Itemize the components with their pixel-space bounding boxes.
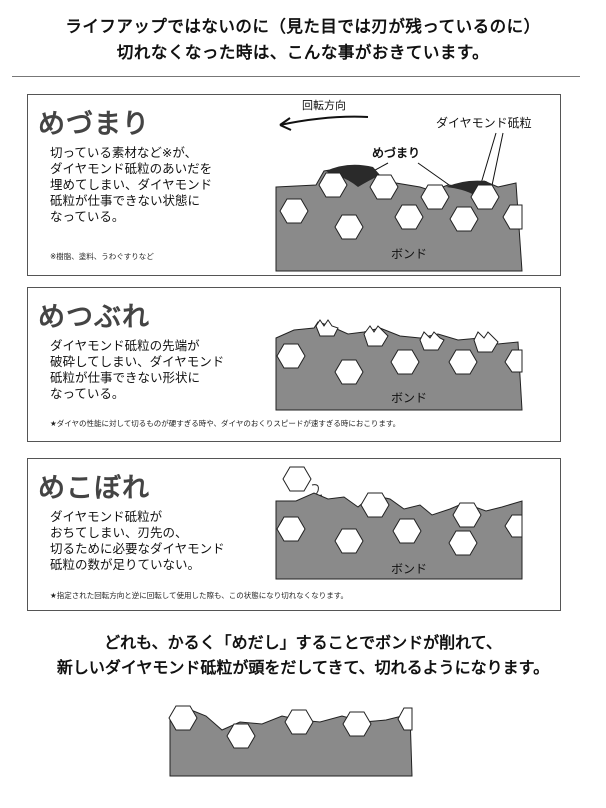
conclusion: どれも、かるく「めだし」することでボンドが削れて、 新しいダイヤモンド砥粒が頭を… [0, 630, 606, 680]
clog-material [326, 164, 380, 187]
diamond-grain [276, 516, 306, 542]
diamond-grain [394, 204, 424, 230]
mekobore-diagram: ボンド [275, 466, 523, 580]
bond-label: ボンド [391, 391, 427, 405]
section-description: ダイヤモンド砥粒が おちてしまい、刃先の、 切るために必要なダイヤモンド 砥粒の… [50, 509, 225, 572]
diamond-grain [392, 518, 422, 544]
diamond-grain [279, 198, 309, 224]
conclusion-line-1: どれも、かるく「めだし」することでボンドが削れて、 [104, 633, 502, 652]
section-metsubure: めつぶれ ダイヤモンド砥粒の先端が 破砕してしまい、ダイヤモンド 砥粒が仕事でき… [27, 287, 561, 442]
diamond-grain [168, 705, 198, 731]
diamond-grain [284, 709, 314, 735]
section-note: ※樹脂、塗料、うわぐすりなど [50, 252, 154, 261]
diamond-grain [448, 530, 478, 556]
diamond-grain [276, 343, 306, 369]
diamond-grain [470, 184, 500, 210]
section-mekobore: めこぼれ ダイヤモンド砥粒が おちてしまい、刃先の、 切るために必要なダイヤモン… [27, 458, 561, 611]
diamond-grain [504, 514, 523, 538]
clog-label: めづまり [372, 145, 420, 160]
diamond-grain [369, 174, 399, 200]
diamond-grain [502, 204, 523, 230]
diamond-grain [226, 723, 256, 749]
page-header: ライフアップではないのに（見た目では刃が残っているのに） 切れなくなった時は、こ… [0, 14, 606, 66]
grain-label: ダイヤモンド砥粒 [436, 115, 532, 130]
diamond-grain [420, 184, 450, 210]
metsubure-diagram: ボンド [275, 319, 523, 411]
header-divider [12, 76, 580, 77]
section-note: ★指定された回転方向と逆に回転して使用した際も、この状態になり切れなくなります。 [50, 591, 349, 600]
section-title: めつぶれ [38, 302, 150, 333]
section-mezumari: めづまり 切っている素材など※が、 ダイヤモンド砥粒のあいだを 埋めてしまい、ダ… [27, 94, 561, 276]
section-note: ★ダイヤの性能に対して切るものが硬すぎる時や、ダイヤのおくりスピードが速すぎる時… [50, 419, 401, 428]
dislodged-grain [282, 466, 312, 492]
rotation-arrow-icon [279, 115, 369, 126]
section-title: めこぼれ [38, 473, 150, 504]
diamond-grain [448, 349, 478, 375]
crushed-grain [473, 331, 499, 353]
diamond-grain [449, 206, 479, 232]
conclusion-line-2: 新しいダイヤモンド砥粒が頭をだしてきて、切れるようになります。 [56, 658, 550, 677]
diamond-grain [334, 359, 364, 385]
bond-label: ボンド [391, 562, 427, 576]
section-description: 切っている素材など※が、 ダイヤモンド砥粒のあいだを 埋めてしまい、ダイヤモンド… [50, 145, 213, 224]
rotation-direction-label: 回転方向 [302, 98, 346, 112]
diamond-grain [504, 349, 523, 373]
section-description: ダイヤモンド砥粒の先端が 破砕してしまい、ダイヤモンド 砥粒が仕事できない形状に… [50, 338, 225, 401]
diamond-grain [452, 502, 482, 528]
diamond-grain [318, 172, 348, 198]
header-line-2: 切れなくなった時は、こんな事がおきています。 [116, 43, 490, 62]
diamond-grain [334, 528, 364, 554]
diamond-grain [360, 492, 390, 518]
header-line-1: ライフアップではないのに（見た目では刃が残っているのに） [65, 17, 541, 36]
section-title: めづまり [38, 109, 150, 140]
mezumari-diagram: 回転方向 ダイヤモンド砥粒 めづまり ボンド [275, 98, 532, 272]
crushed-grain [315, 319, 339, 337]
diamond-grain [334, 214, 364, 240]
bond-label: ボンド [391, 247, 427, 261]
clog-material [446, 180, 492, 195]
diamond-grain [342, 711, 372, 737]
diamond-grain [397, 707, 413, 731]
crushed-grain [419, 331, 445, 351]
crushed-grain [363, 325, 389, 347]
diamond-grain [390, 349, 420, 375]
